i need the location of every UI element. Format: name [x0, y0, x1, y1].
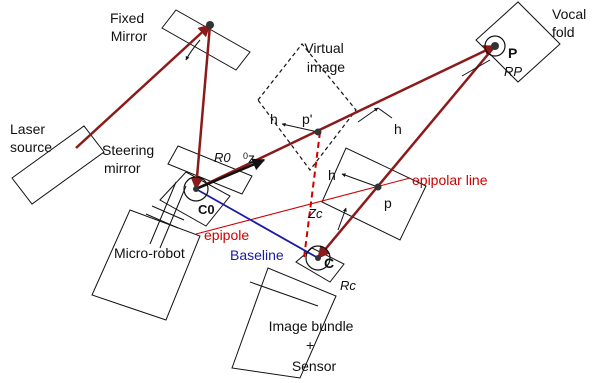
image-plane	[321, 147, 427, 241]
camera-point	[315, 255, 321, 261]
steering-center-circle	[183, 176, 209, 202]
rp-label: RP	[504, 64, 522, 79]
vocal-fold-label: Vocal fold	[552, 6, 590, 40]
laser-source-box	[11, 125, 105, 205]
c0-label: C0	[198, 202, 215, 217]
image-bundle-head	[295, 247, 345, 283]
micro-robot-details	[145, 181, 319, 307]
beam-vocal-fold-to-camera	[317, 45, 496, 259]
steering-mirror-plate	[167, 145, 253, 195]
h-label-beam: h	[394, 121, 402, 137]
micro-robot-label: Micro-robot	[114, 245, 185, 261]
steering-mirror-label: Steering mirror	[102, 142, 158, 176]
zc-axis-arrow	[337, 207, 347, 231]
projection-ray-dashed	[303, 131, 321, 259]
epipole-label: epipole	[204, 227, 249, 243]
camera-center-circle	[305, 245, 331, 271]
virtual-image-label: Virtual image	[304, 40, 347, 75]
beam-laser-to-mirror	[75, 24, 211, 149]
virtual-image-plane	[257, 43, 357, 171]
image-bundle-label: Image bundle + Sensor	[269, 318, 358, 374]
laser-source-label: Laser source	[10, 121, 52, 155]
fixed-mirror-label: Fixed Mirror	[110, 10, 148, 44]
r0-label: R0	[214, 150, 231, 165]
p-lower-label: p	[384, 195, 392, 211]
h-vector-beam	[357, 107, 379, 123]
vocal-fold-box	[475, 1, 561, 83]
micro-robot-body	[91, 209, 201, 321]
epipolar-line-label: epipolar line	[412, 172, 488, 188]
baseline-label: Baseline	[230, 247, 284, 263]
fixed-mirror-shape	[161, 9, 251, 71]
baseline-line	[195, 188, 319, 259]
h-label-virtual: h	[270, 111, 278, 127]
vocal-fold-circle	[484, 35, 506, 57]
h-label-image: h	[328, 167, 336, 183]
beam-mirror-to-steering	[190, 24, 212, 191]
h-tick	[377, 107, 393, 119]
z0-label: 0z	[243, 150, 255, 166]
rc-label: Rc	[340, 278, 356, 293]
image-bundle-box	[231, 267, 337, 379]
point-P	[491, 42, 499, 50]
h-vector-image	[341, 173, 379, 188]
h-vector-virtual	[281, 122, 319, 133]
p-prime-label: p'	[302, 111, 312, 127]
rp-pointer	[461, 59, 491, 77]
epipolar-line	[195, 177, 411, 235]
steering-point	[193, 186, 199, 192]
fixed-mirror-point	[206, 21, 214, 29]
zc-label: Zc	[307, 206, 323, 221]
c-label: C	[324, 255, 334, 271]
p-upper-label: P	[508, 45, 517, 61]
beam-steering-to-vocal-fold	[195, 44, 497, 191]
point-p	[374, 183, 382, 191]
micro-robot-mount	[159, 171, 231, 227]
point-p-prime	[314, 128, 322, 136]
fixed-mirror-rotation-arrow	[185, 39, 201, 61]
